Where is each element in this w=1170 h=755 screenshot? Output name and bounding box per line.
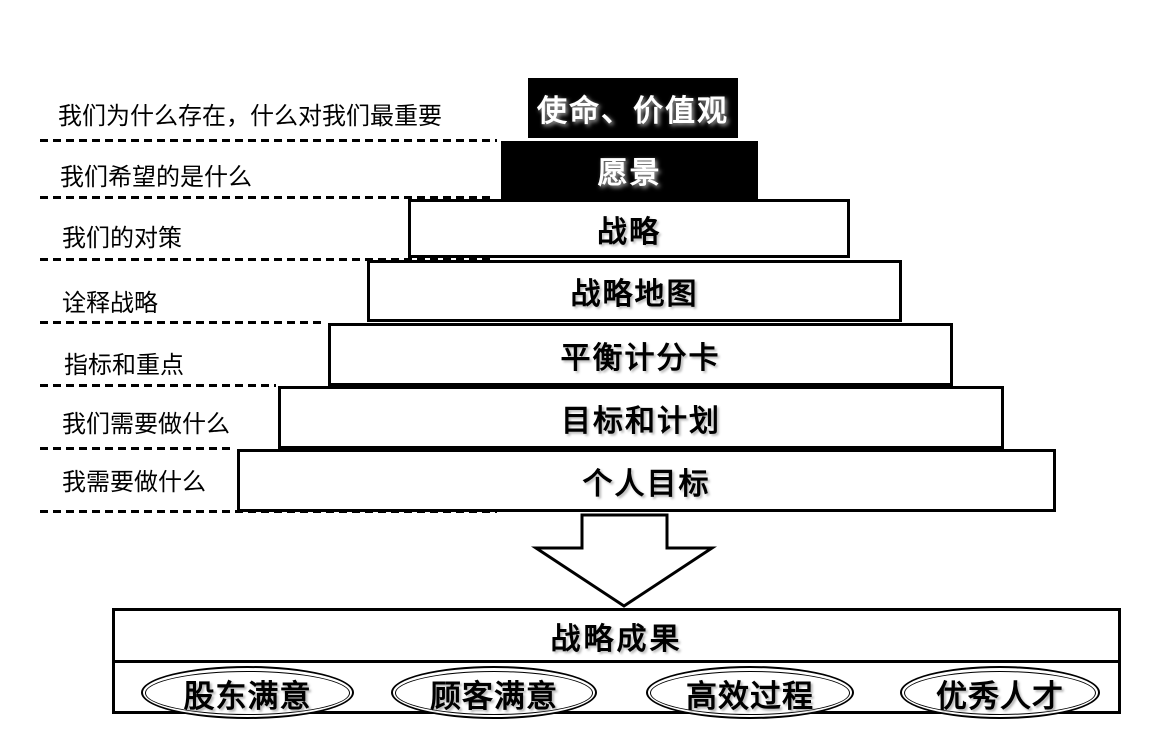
outcome-oval-label: 股东满意 [145,671,350,715]
outcome-oval-customers: 顾客满意 [391,666,597,719]
question-label-strategy: 我们的对策 [62,225,182,252]
pyramid-level-goals-plans: 目标和计划 [278,386,1004,449]
dashed-separator-5 [40,384,276,387]
dashed-separator-6 [40,447,235,450]
question-label-personal: 我需要做什么 [62,469,206,496]
down-arrow-icon [530,511,720,611]
outcome-oval-label: 顾客满意 [395,671,593,715]
outcome-oval-shareholders: 股东满意 [141,666,354,719]
outcome-oval-talent: 优秀人才 [900,666,1100,719]
dashed-separator-1 [40,139,497,142]
pyramid-level-personal-goals: 个人目标 [237,449,1056,512]
question-label-mission: 我们为什么存在，什么对我们最重要 [58,103,442,130]
pyramid-level-mission-values: 使命、价值观 [528,78,738,138]
pyramid-level-balanced-scorecard: 平衡计分卡 [328,323,953,386]
outcome-oval-processes: 高效过程 [646,666,854,719]
strategic-outcomes-box: 战略成果 股东满意 顾客满意 高效过程 优秀人才 [112,608,1121,719]
pyramid-level-vision: 愿景 [501,141,758,199]
strategic-outcomes-title: 战略成果 [115,611,1118,663]
question-label-scorecard: 指标和重点 [64,352,184,379]
question-label-strategy-map: 诠释战略 [62,290,158,317]
pyramid-level-strategy-map: 战略地图 [367,260,902,322]
question-label-goals: 我们需要做什么 [62,411,230,438]
pyramid-level-strategy: 战略 [408,199,850,258]
dashed-separator-2 [40,196,493,199]
dashed-separator-4 [40,321,326,324]
question-label-vision: 我们希望的是什么 [60,164,252,191]
outcome-oval-label: 高效过程 [650,671,850,715]
outcome-oval-label: 优秀人才 [904,671,1096,715]
dashed-separator-3 [40,258,492,261]
